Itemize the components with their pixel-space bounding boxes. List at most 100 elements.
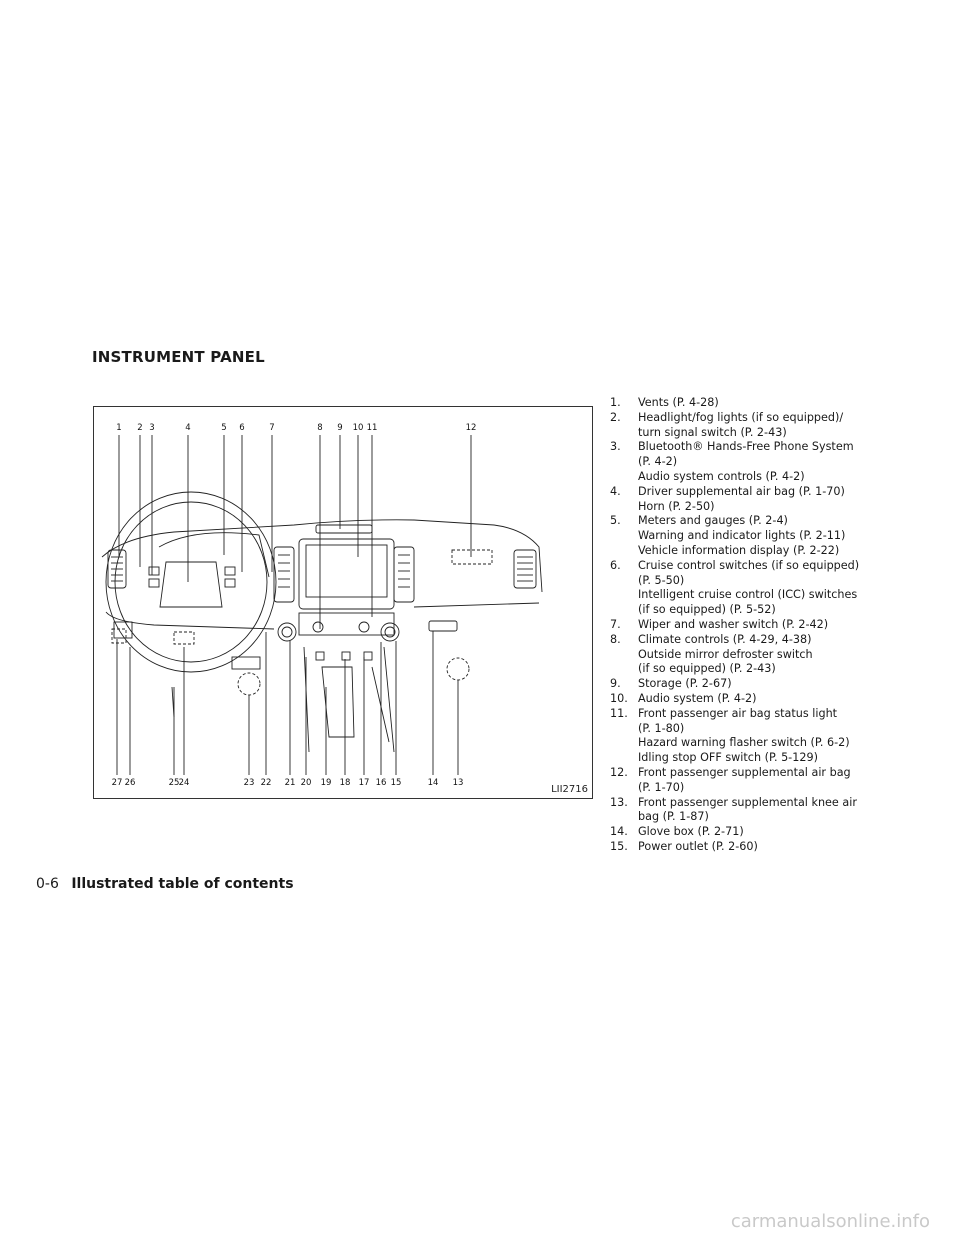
legend-item-line: Front passenger air bag status light: [638, 706, 838, 720]
legend-item: 11. Front passenger air bag status light(…: [610, 707, 910, 766]
legend-item-line: (if so equipped) (P. 2-43): [638, 662, 776, 676]
legend-item: 7. Wiper and washer switch (P. 2-42): [610, 618, 910, 633]
legend-item-line: Vents (P. 4-28): [638, 396, 719, 409]
legend-item-text: Wiper and washer switch (P. 2-42): [638, 618, 910, 633]
steering-wheel: [105, 491, 277, 673]
legend-item-text: Front passenger air bag status light(P. …: [638, 707, 910, 766]
left-vent: [107, 549, 127, 589]
legend-item-number: 7.: [610, 617, 621, 631]
legend-item: 2.Headlight/fog lights (if so equipped)/…: [610, 411, 910, 441]
legend-item-text: Driver supplemental air bag (P. 1-70)Hor…: [638, 485, 910, 515]
legend-item-line: Horn (P. 2-50): [638, 499, 715, 513]
callout-9: 9: [337, 423, 342, 433]
legend-item-text: Cruise control switches (if so equipped)…: [638, 559, 910, 618]
legend-item-line: Intelligent cruise control (ICC) switche…: [638, 588, 858, 602]
legend-item-text: Climate controls (P. 4-29, 4-38)Outside …: [638, 633, 910, 677]
legend-item: 1.Vents (P. 4-28): [610, 396, 910, 411]
callout-16: 16: [376, 778, 387, 788]
legend-item-line: Front passenger supplemental knee air: [638, 795, 857, 809]
legend-item-line: Driver supplemental air bag (P. 1-70): [638, 484, 845, 498]
legend-item-number: 5.: [610, 514, 621, 528]
legend-item-line: Front passenger supplemental air bag: [638, 765, 851, 779]
legend-item: 12.Front passenger supplemental air bag(…: [610, 766, 910, 796]
legend-item-number: 11.: [610, 706, 628, 720]
section-title: INSTRUMENT PANEL: [92, 348, 265, 366]
climate-knob-right: [380, 622, 400, 642]
legend-item-line: (P. 4-2): [638, 455, 678, 469]
legend-item-line: Glove box (P. 2-71): [638, 825, 744, 839]
callout-27: 27: [112, 778, 123, 788]
legend-item-line: Audio system controls (P. 4-2): [638, 469, 805, 483]
legend-item: 10. Audio system (P. 4-2): [610, 692, 910, 707]
legend-item-text: Storage (P. 2-67): [638, 677, 910, 692]
legend-item-line: Climate controls (P. 4-29, 4-38): [638, 632, 812, 646]
callout-3: 3: [149, 423, 154, 433]
legend-item-number: 3.: [610, 440, 621, 454]
legend-item-number: 14.: [610, 825, 628, 839]
glove-box-handle: [428, 620, 458, 632]
legend-item-line: Idling stop OFF switch (P. 5-129): [638, 751, 818, 765]
legend-item-number: 15.: [610, 839, 628, 853]
page-number: 0-6: [36, 876, 59, 892]
legend-item-text: Meters and gauges (P. 2-4)Warning and in…: [638, 514, 910, 558]
callout-25: 25: [169, 778, 180, 788]
legend-item: 14. Glove box (P. 2-71): [610, 825, 910, 840]
legend-item-line: Headlight/fog lights (if so equipped)/: [638, 410, 844, 424]
legend-item-line: (P. 1-80): [638, 721, 685, 735]
legend-item-line: (if so equipped) (P. 5-52): [638, 603, 776, 617]
legend-item-text: Power outlet (P. 2-60): [638, 840, 910, 855]
storage-slot: [315, 524, 373, 534]
legend-item: 6.Cruise control switches (if so equippe…: [610, 559, 910, 618]
callout-18: 18: [340, 778, 351, 788]
callout-26: 26: [125, 778, 136, 788]
legend-item-line: Warning and indicator lights (P. 2-11): [638, 529, 846, 543]
legend-item-number: 9.: [610, 677, 621, 691]
legend-item-line: Power outlet (P. 2-60): [638, 839, 758, 853]
legend-item: 13. Front passenger supplemental knee air…: [610, 796, 910, 826]
callout-5: 5: [221, 423, 226, 433]
legend-item: 4. Driver supplemental air bag (P. 1-70)H…: [610, 485, 910, 515]
callout-17: 17: [359, 778, 370, 788]
legend-item: 3. Bluetooth® Hands-Free Phone System(P. …: [610, 440, 910, 484]
legend-item-number: 13.: [610, 795, 628, 809]
legend-item-number: 10.: [610, 691, 628, 705]
passenger-airbag: [451, 549, 493, 565]
callout-legend: 1.Vents (P. 4-28)2.Headlight/fog lights …: [610, 396, 910, 855]
callout-12: 12: [466, 423, 477, 433]
legend-item-line: (P. 1-70): [638, 780, 685, 794]
climate-knob-left: [277, 622, 297, 642]
watermark: carmanualsonline.info: [730, 1211, 930, 1232]
legend-item-line: Cruise control switches (if so equipped): [638, 558, 860, 572]
callout-15: 15: [391, 778, 402, 788]
legend-item-text: Glove box (P. 2-71): [638, 825, 910, 840]
legend-item-line: Hazard warning flasher switch (P. 6-2): [638, 736, 850, 750]
instrument-panel-figure: 1 2 3 4 5 6 7 8 9 10 11 12 27 26 25 24 2…: [93, 406, 593, 799]
callout-24: 24: [179, 778, 190, 788]
callout-14: 14: [428, 778, 439, 788]
legend-item-line: Bluetooth® Hands-Free Phone System: [638, 440, 854, 454]
legend-item-line: bag (P. 1-87): [638, 810, 709, 824]
legend-item-line: Wiper and washer switch (P. 2-42): [638, 617, 829, 631]
legend-item-number: 8.: [610, 632, 621, 646]
page-footer: 0-6 Illustrated table of contents: [36, 876, 294, 892]
callout-23: 23: [244, 778, 255, 788]
callout-22: 22: [261, 778, 272, 788]
legend-item-number: 4.: [610, 484, 621, 498]
legend-item-text: Front passenger supplemental air bag(P. …: [638, 766, 910, 796]
legend-item-line: Meters and gauges (P. 2-4): [638, 514, 788, 528]
knee-airbag: [446, 657, 470, 681]
audio-screen: [298, 538, 395, 610]
callout-1: 1: [116, 423, 121, 433]
dashboard-illustration: 1 2 3 4 5 6 7 8 9 10 11 12 27 26 25 24 2…: [101, 423, 543, 788]
figure-id: LII2716: [551, 784, 588, 795]
callout-2: 2: [137, 423, 142, 433]
legend-item-text: Bluetooth® Hands-Free Phone System(P. 4-…: [638, 440, 910, 484]
legend-item-text: Audio system (P. 4-2): [638, 692, 910, 707]
callout-6: 6: [239, 423, 244, 433]
callout-7: 7: [269, 423, 274, 433]
footer-section-title: Illustrated table of contents: [71, 876, 294, 892]
legend-item-text: Headlight/fog lights (if so equipped)/tu…: [638, 411, 910, 441]
callout-10: 10: [353, 423, 364, 433]
callout-13: 13: [453, 778, 464, 788]
